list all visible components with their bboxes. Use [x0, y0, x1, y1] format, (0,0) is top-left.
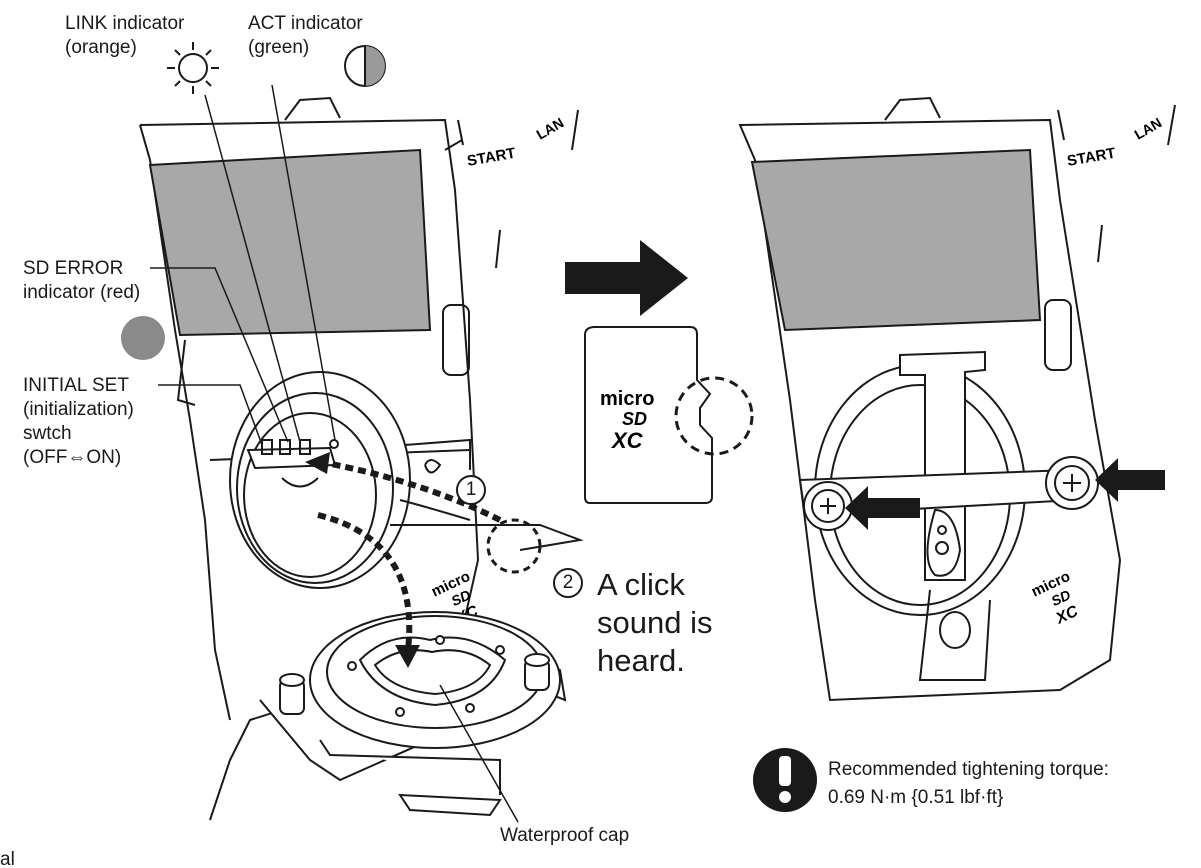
tighten-left-arrow-icon	[845, 486, 920, 530]
right-panel-marks: START LAN	[1057, 104, 1176, 263]
step-1-number: 1	[456, 475, 486, 505]
link-indicator-label: LINK indicator (orange)	[65, 13, 185, 58]
right-lan-mark: LAN	[1132, 114, 1165, 142]
svg-text:SD: SD	[1049, 586, 1073, 609]
tighten-right-arrow-icon	[1095, 458, 1165, 502]
act-half-circle-icon	[344, 45, 386, 87]
step-2-number: 2	[553, 568, 583, 598]
left-screw-icon	[803, 481, 853, 531]
step2-arrowhead	[395, 645, 420, 668]
footer-partial-text: al	[0, 849, 15, 868]
right-start-mark: START	[1066, 145, 1117, 170]
sd-error-indicator-label: SD ERROR indicator (red)	[23, 258, 141, 303]
step-arrows	[317, 459, 502, 651]
right-device-body	[738, 96, 1122, 702]
svg-text:micro: micro	[600, 388, 654, 410]
micro-sd-card: micro SD XC	[584, 326, 754, 504]
left-lan-mark: LAN	[534, 114, 567, 142]
waterproof-cap-label: Waterproof cap	[500, 825, 630, 846]
leader-lines	[150, 84, 519, 823]
sd-error-dot-icon	[121, 316, 165, 360]
link-sun-icon	[167, 42, 219, 94]
step-2-description: A click sound is heard.	[597, 567, 713, 678]
left-panel-marks: START LAN	[457, 109, 579, 269]
waterproof-cap	[259, 611, 567, 817]
act-indicator-label: ACT indicator (green)	[248, 13, 363, 58]
right-screw-icon	[1045, 456, 1099, 510]
transition-arrow-icon	[565, 240, 688, 316]
latch-callout-circle	[486, 518, 542, 574]
svg-text:SD: SD	[449, 586, 473, 609]
torque-note: Recommended tightening torque: 0.69 N·m …	[828, 759, 1109, 808]
left-start-mark: START	[466, 145, 517, 170]
exclamation-icon	[753, 748, 817, 812]
step1-arrowhead	[305, 452, 330, 474]
svg-text:XC: XC	[610, 428, 644, 453]
initial-set-switch-label: INITIAL SET (initialization) swtch (OFF⇔…	[23, 375, 134, 468]
svg-text:SD: SD	[622, 409, 647, 429]
